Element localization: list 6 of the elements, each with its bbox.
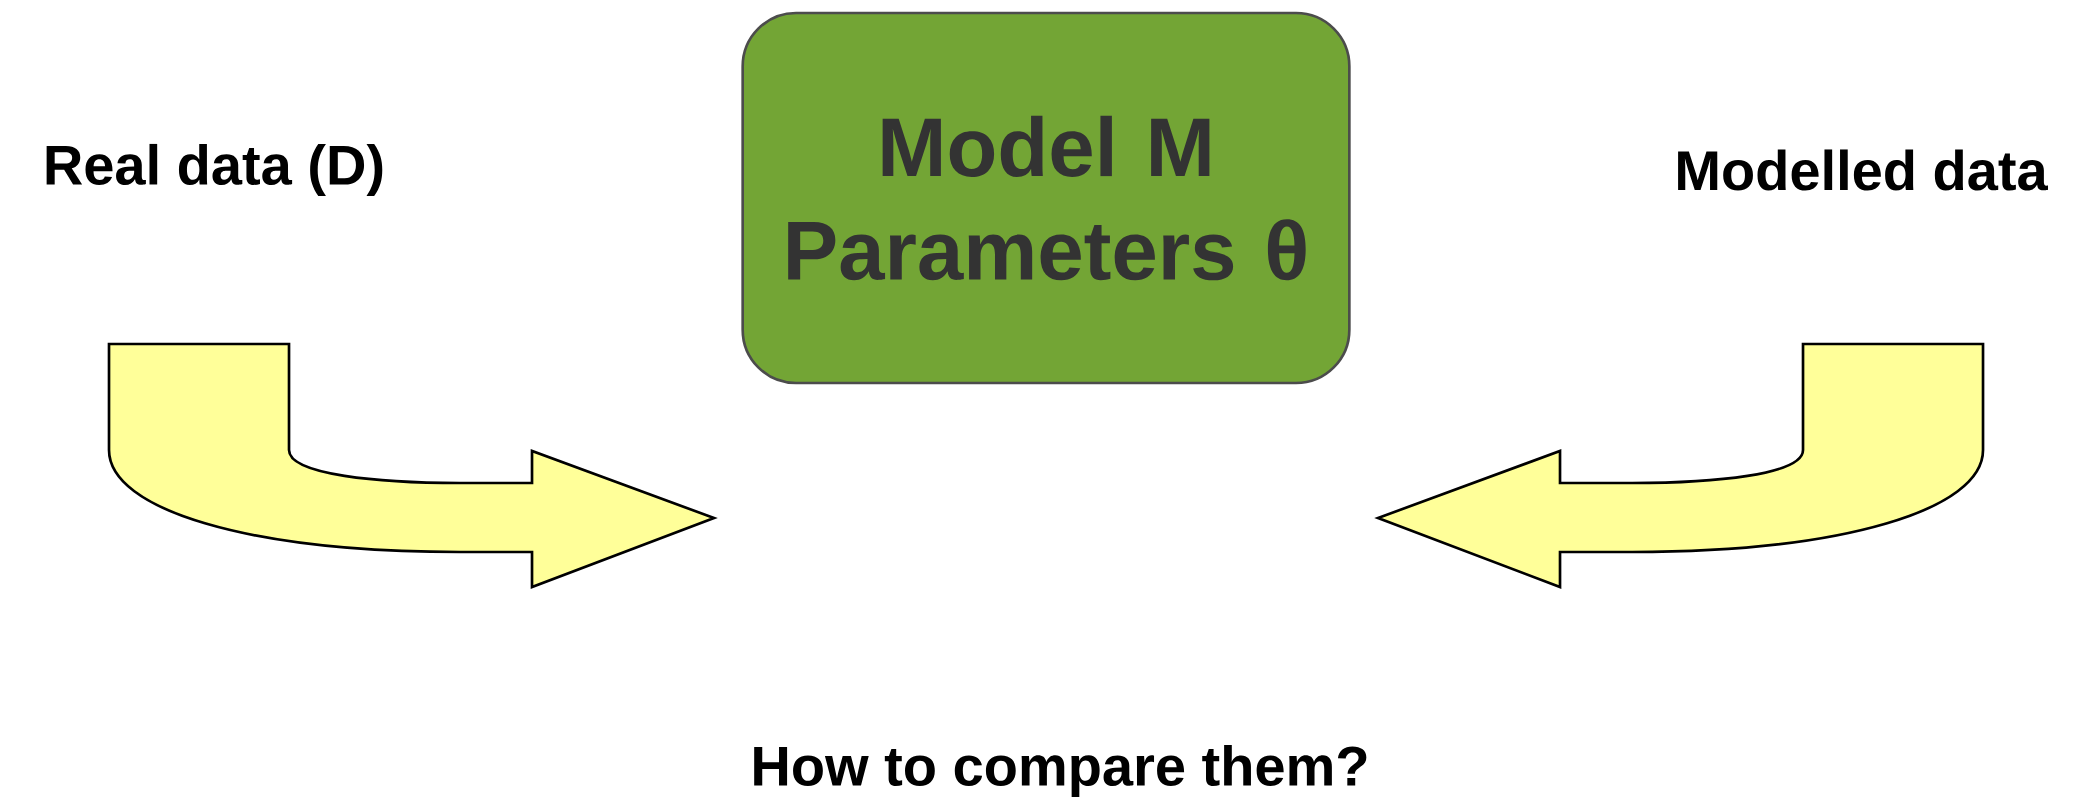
model-box: Model M Parameters θ: [741, 11, 1351, 385]
data-label: Modelled data: [1678, 149, 2048, 191]
curved-block-arrow: [107, 342, 716, 589]
curved-block-arrow: [1376, 342, 1985, 589]
question-text: How to compare them?: [754, 744, 1367, 798]
data-label: Real data (D): [46, 143, 383, 197]
